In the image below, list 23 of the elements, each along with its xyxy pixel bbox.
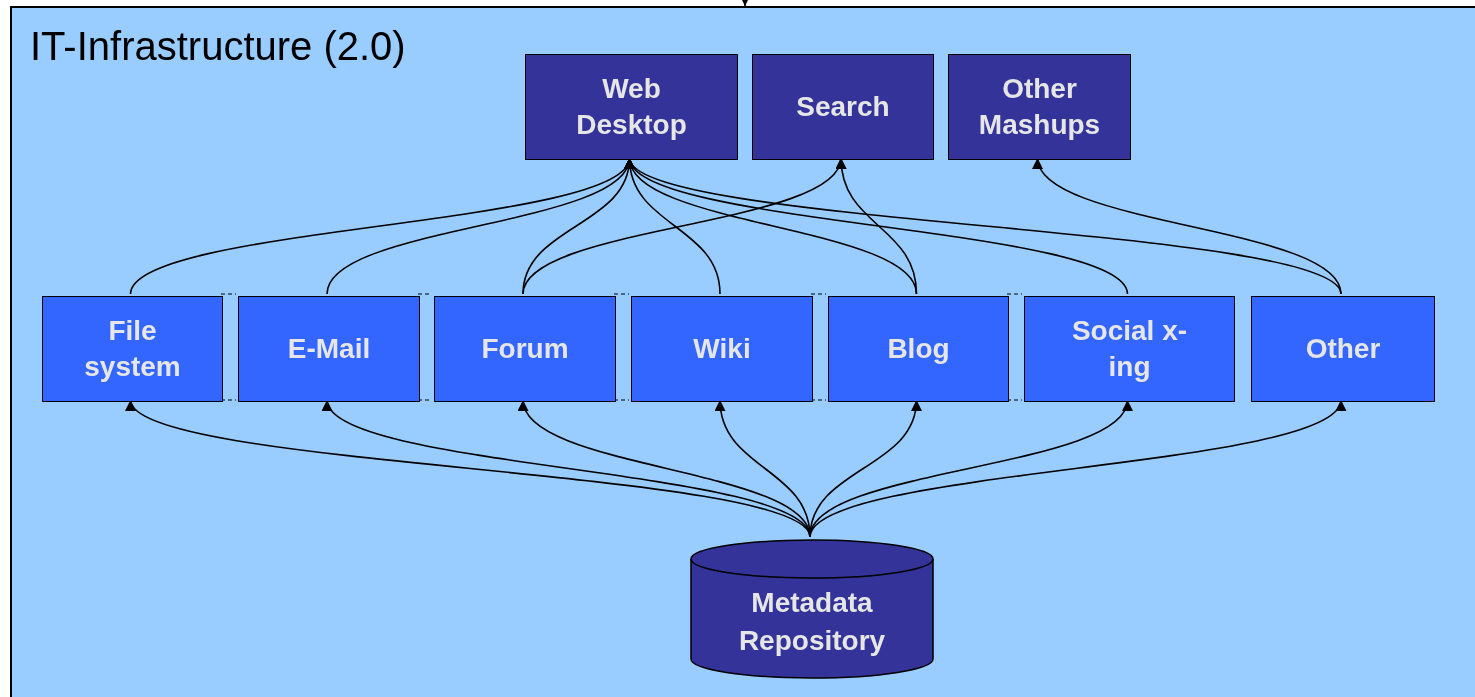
source-box <box>1251 296 1435 402</box>
node-label: Web Desktop <box>575 71 688 142</box>
node-label: E-Mail <box>286 331 372 366</box>
source-box <box>238 296 420 402</box>
node-label: Blog <box>886 331 951 366</box>
node-label: Search <box>795 89 891 124</box>
node-label: Forum <box>480 331 570 366</box>
arrow <box>739 0 751 7</box>
service-box <box>948 54 1131 160</box>
node-label: Wiki <box>692 331 752 366</box>
source-box <box>42 296 223 402</box>
node-label: Social x-ing <box>1070 313 1189 384</box>
source-box <box>828 296 1009 402</box>
source-box <box>631 296 813 402</box>
node-label: Other Mashups <box>977 71 1102 142</box>
service-box <box>525 54 738 160</box>
source-box <box>434 296 616 402</box>
node-label: File system <box>83 313 182 384</box>
service-box <box>752 54 934 160</box>
node-label: Other <box>1304 331 1382 366</box>
source-box <box>1024 296 1235 402</box>
panel-title: IT-Infrastructure (2.0) <box>30 24 406 69</box>
node-label: Metadata Repository <box>737 586 887 658</box>
